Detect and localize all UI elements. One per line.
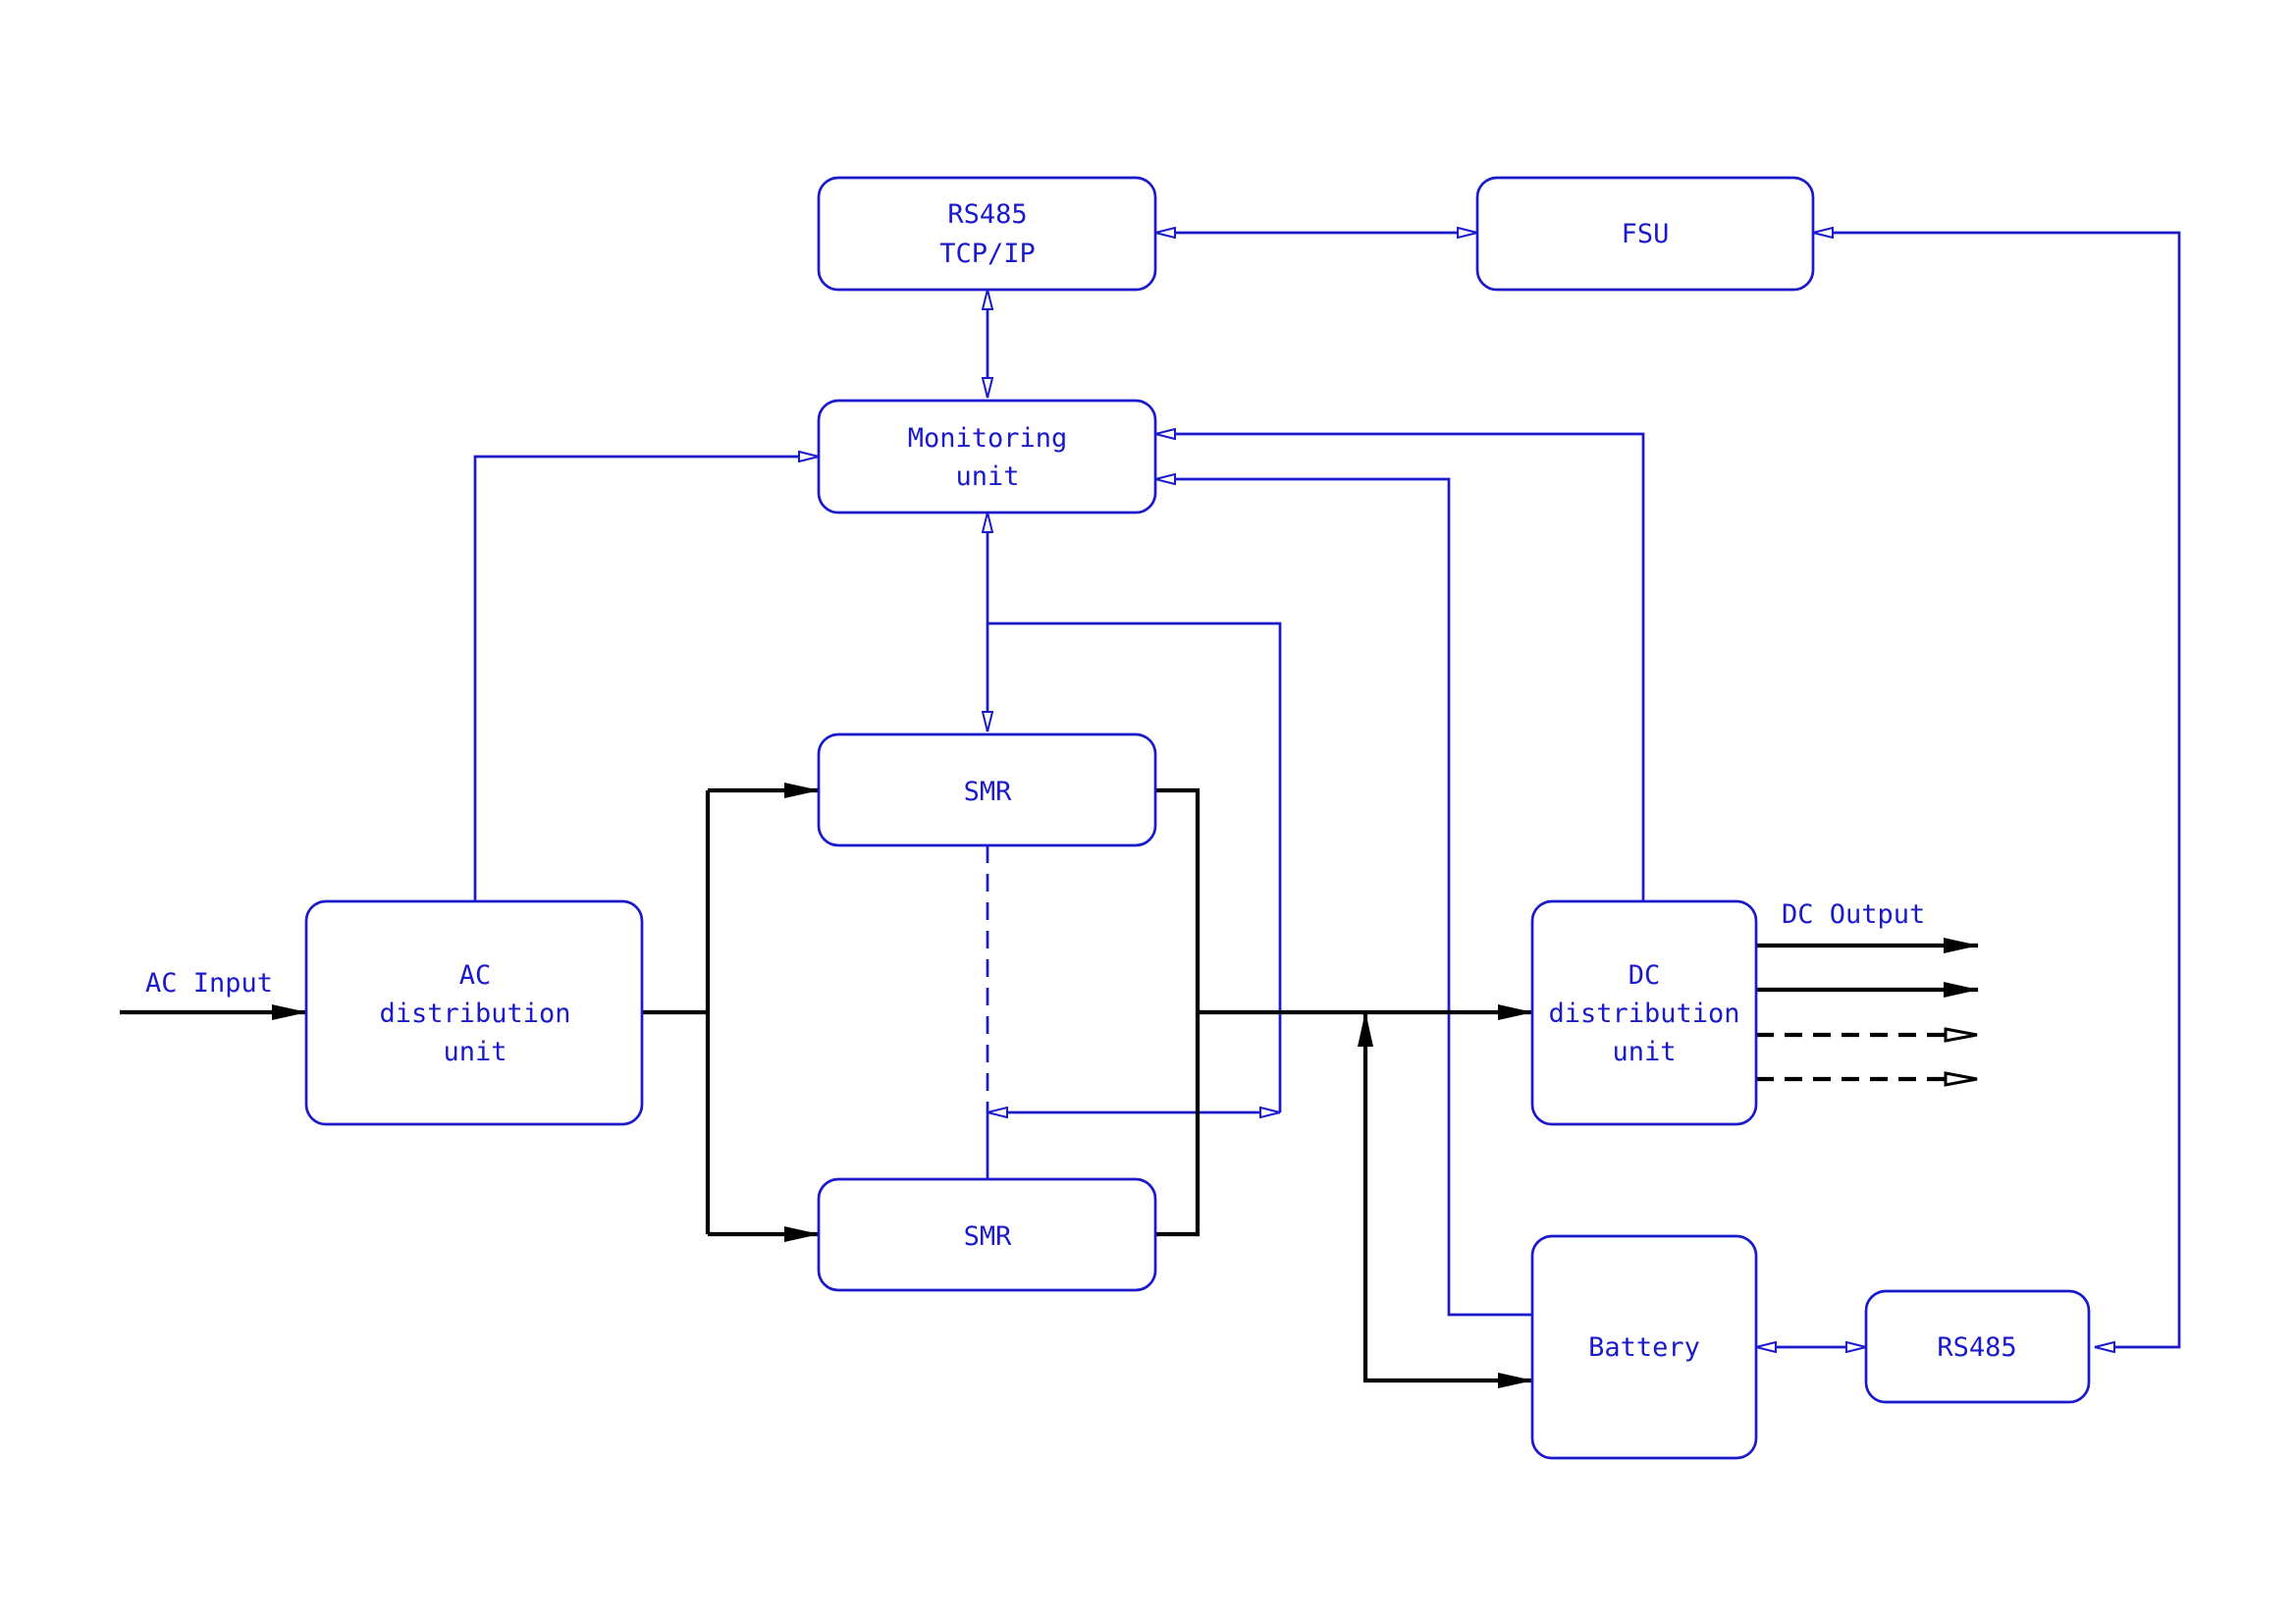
dc-distribution-label-line1: DC xyxy=(1629,960,1661,991)
dc-distribution-label-line2: distribution xyxy=(1548,999,1739,1029)
rs485-battery-label: RS485 xyxy=(1937,1332,2016,1363)
power-links xyxy=(120,783,1979,1388)
smr-bottom-label: SMR xyxy=(964,1221,1013,1252)
battery-block: Battery xyxy=(1530,1234,1758,1460)
monitoring-label-line2: unit xyxy=(955,461,1019,492)
smr-bottom-block: SMR xyxy=(817,1177,1157,1292)
link-ac-monitoring xyxy=(473,457,819,901)
ac-distribution-label-line1: AC xyxy=(459,960,492,991)
power-battery-link xyxy=(1358,1011,1533,1388)
fsu-label: FSU xyxy=(1622,219,1670,249)
smr-top-block: SMR xyxy=(817,732,1157,847)
smr-top-label: SMR xyxy=(964,777,1013,807)
ac-distribution-label-line2: distribution xyxy=(379,999,570,1029)
ac-distribution-unit-block: AC distribution unit xyxy=(304,899,644,1126)
rs485-tcpip-label-line1: RS485 xyxy=(947,199,1027,230)
monitoring-label-line1: Monitoring xyxy=(908,423,1068,454)
monitoring-unit-block: Monitoring unit xyxy=(817,399,1157,514)
rs485-tcpip-block: RS485 TCP/IP xyxy=(817,176,1157,292)
link-dc-monitoring xyxy=(1155,434,1645,901)
rs485-tcpip-label-line2: TCP/IP xyxy=(939,239,1036,269)
link-rs485battery-fsu xyxy=(1813,233,2181,1347)
dc-distribution-label-line3: unit xyxy=(1612,1037,1676,1067)
ac-distribution-label-line3: unit xyxy=(443,1037,507,1067)
dc-distribution-unit-block: DC distribution unit xyxy=(1530,899,1758,1126)
dc-output-label: DC Output xyxy=(1782,899,1925,930)
fsu-block: FSU xyxy=(1475,176,1815,292)
link-battery-monitoring xyxy=(1155,479,1532,1317)
ac-input-label: AC Input xyxy=(145,968,273,999)
battery-label: Battery xyxy=(1588,1332,1700,1363)
link-bus-branch xyxy=(988,622,1282,1112)
rs485-battery-block: RS485 xyxy=(1864,1289,2091,1404)
power-smr-top-out xyxy=(1155,787,1201,1237)
